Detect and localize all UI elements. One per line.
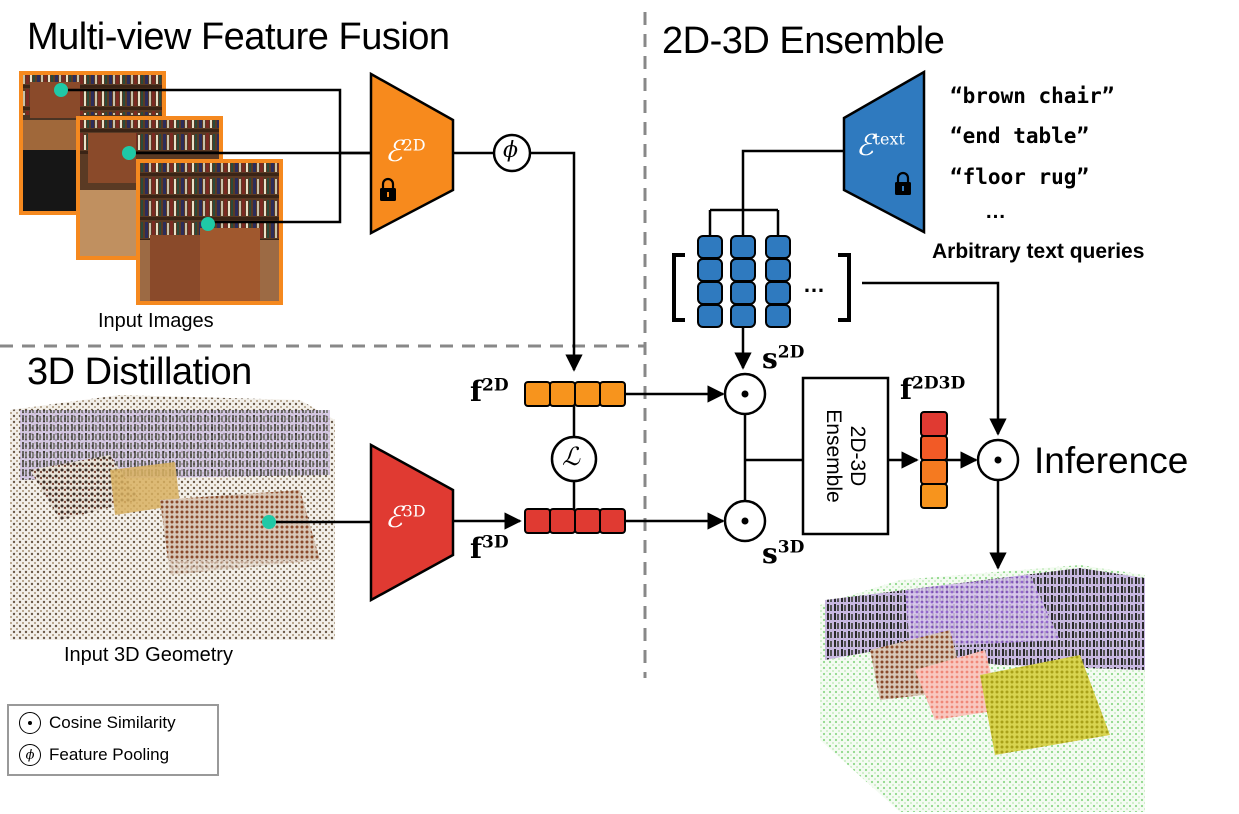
input-image-3 bbox=[136, 159, 283, 305]
legend-item-cosine: Cosine Similarity bbox=[19, 712, 176, 734]
legend: Cosine Similarity ϕ Feature Pooling bbox=[7, 704, 219, 776]
caption-inference: Inference bbox=[1034, 440, 1189, 481]
caption-input-images: Input Images bbox=[98, 310, 214, 332]
feature-vector-3d bbox=[524, 508, 626, 534]
label-s2d: s2D bbox=[762, 342, 805, 375]
label-s3d: s3D bbox=[762, 537, 805, 570]
feature-pooling-icon: ϕ bbox=[19, 744, 41, 766]
lock-icon bbox=[895, 171, 911, 195]
label-f3d: f3D bbox=[470, 532, 509, 565]
section-title-fusion: Multi-view Feature Fusion bbox=[27, 16, 450, 58]
section-title-ensemble: 2D-3D Ensemble bbox=[662, 20, 945, 62]
encoder-2d bbox=[369, 71, 455, 236]
lock-icon bbox=[380, 177, 396, 201]
text-query-2: “end table” bbox=[950, 124, 1090, 148]
text-query-3: “floor rug” bbox=[950, 165, 1090, 189]
similarity-node-final bbox=[976, 438, 1020, 482]
sample-points bbox=[54, 83, 215, 231]
segmented-output bbox=[820, 565, 1145, 812]
ensemble-box-label: 2D-3D Ensemble bbox=[822, 409, 869, 503]
loss-symbol: ℒ bbox=[562, 442, 581, 471]
input-images-stack bbox=[19, 71, 283, 305]
encoder-3d-label: ℰ3D bbox=[385, 500, 426, 534]
feature-vector-2d3d bbox=[920, 411, 948, 509]
embedding-ellipsis: … bbox=[803, 272, 825, 297]
encoder-text-label: ℰtext bbox=[856, 128, 905, 162]
text-query-1: “brown chair” bbox=[950, 84, 1115, 108]
ensemble-box bbox=[801, 376, 890, 536]
loss-node bbox=[550, 435, 598, 483]
caption-input-geometry: Input 3D Geometry bbox=[64, 644, 233, 666]
legend-item-pooling: ϕ Feature Pooling bbox=[19, 744, 169, 766]
text-embeddings bbox=[697, 235, 791, 328]
encoder-2d-label: ℰ2D bbox=[385, 134, 426, 168]
label-f2d3d: f2D3D bbox=[900, 373, 966, 406]
point-cloud-input bbox=[10, 395, 335, 640]
text-query-ellipsis: … bbox=[985, 200, 1006, 223]
feature-vector-2d bbox=[524, 381, 626, 407]
pooling-symbol: ϕ bbox=[503, 138, 518, 163]
similarity-node-3d bbox=[723, 499, 767, 543]
label-f2d: f2D bbox=[470, 375, 509, 408]
pixel-connectors bbox=[61, 88, 371, 224]
section-dividers bbox=[0, 12, 647, 678]
cosine-similarity-icon bbox=[19, 712, 41, 734]
caption-arbitrary-queries: Arbitrary text queries bbox=[932, 240, 1145, 263]
similarity-node-2d bbox=[723, 372, 767, 416]
encoder-3d bbox=[369, 442, 455, 603]
embedding-brackets bbox=[672, 253, 851, 322]
section-title-distill: 3D Distillation bbox=[27, 351, 252, 393]
